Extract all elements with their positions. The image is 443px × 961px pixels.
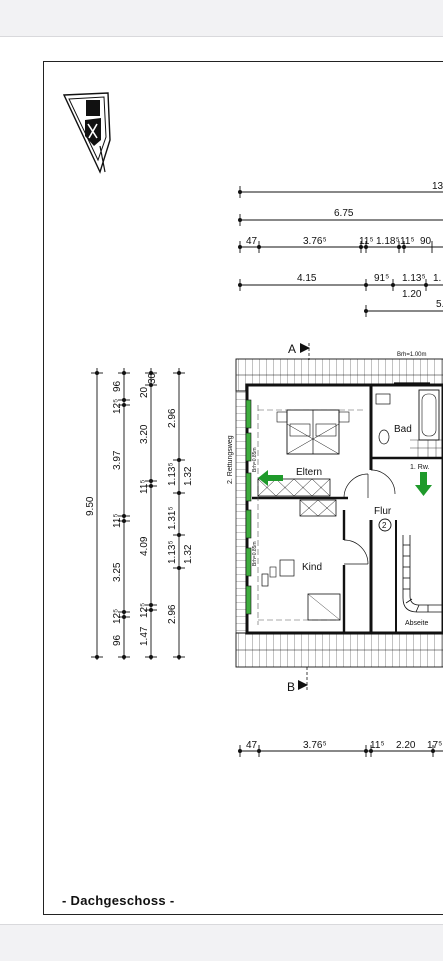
left-dimension-ticks <box>95 371 181 659</box>
north-arrow-icon <box>62 92 111 174</box>
viewer-bottom-bar <box>0 924 443 961</box>
dim-top-r4-1: 91⁵ <box>374 273 389 284</box>
dim-left-c4-0: 2.96 <box>167 408 178 428</box>
dim-left-c2-0: 96 <box>112 380 123 392</box>
dim-left-c4-2: 1.31⁵ <box>167 506 178 530</box>
bottom-dimension-ticks <box>238 749 435 753</box>
dim-top-r3-2: 11⁵ <box>359 236 374 247</box>
dim-left-c3-3: 11⁵ <box>139 479 150 494</box>
drawing-title: - Dachgeschoss - <box>62 893 175 908</box>
dim-left-c3-2: 3.20 <box>139 424 150 444</box>
label-rettungsweg-1: 1. Rw. <box>410 464 430 471</box>
escape-arrow-down-icon <box>415 472 432 496</box>
svg-text:B: B <box>287 680 295 694</box>
dim-top-r5: 5. <box>436 299 443 310</box>
dim-top-r4-2: 1.13⁵ <box>402 273 426 284</box>
section-marker-a: A <box>288 342 310 360</box>
room-label-abseite: Abseite <box>405 620 428 627</box>
dim-left-c4b-0: 1.32 <box>183 466 194 486</box>
room-label-kind: Kind <box>302 562 322 573</box>
section-marker-b: B <box>287 667 308 694</box>
dim-top-total: 13 <box>432 181 443 192</box>
top-dimension-chains <box>239 186 443 317</box>
dim-top-r3-3: 1.18⁵ <box>376 236 400 247</box>
dim-left-c3-0: 20 <box>139 386 150 398</box>
dim-top-r3-0: 47 <box>246 236 258 247</box>
room-label-bad: Bad <box>394 424 412 435</box>
dim-left-c3-6: 1.47 <box>139 626 150 646</box>
dim-left-c4b-1: 1.32 <box>183 544 194 564</box>
dim-bottom-4: 17⁵ <box>427 740 442 751</box>
dim-left-c2-6: 96 <box>112 634 123 646</box>
dim-bottom-1: 3.76⁵ <box>303 740 327 751</box>
dim-left-total: 9.50 <box>85 496 96 516</box>
dim-top-r4-3: 1.20 <box>402 289 422 300</box>
dim-left-c2-3: 11⁵ <box>112 513 123 528</box>
floor-plan <box>235 358 443 668</box>
dim-left-c3-5: 12⁵ <box>139 603 150 618</box>
escape-arrow-left-icon <box>258 470 283 486</box>
dim-left-c2-2: 3.97 <box>112 450 123 470</box>
svg-text:A: A <box>288 342 296 356</box>
room-label-eltern: Eltern <box>296 467 322 478</box>
dim-top-r3-1: 3.76⁵ <box>303 236 327 247</box>
dim-top-half: 6.75 <box>334 208 354 219</box>
dim-top-r4-4: 1. <box>433 273 441 284</box>
label-rettungsweg-2: 2. Rettungsweg <box>227 435 234 484</box>
dim-left-c2-1: 12⁵ <box>112 399 123 414</box>
dim-bottom-3: 2.20 <box>396 740 416 751</box>
room-label-flur: Flur <box>374 506 392 517</box>
top-dimension-ticks <box>238 190 428 313</box>
dim-left-c4-4: 2.96 <box>167 604 178 624</box>
dim-top-r4-0: 4.15 <box>297 273 317 284</box>
label-brh-eltern: Brh=0.85m <box>252 447 258 472</box>
viewer-top-bar <box>0 0 443 37</box>
dim-left-c4-1: 1.13⁵ <box>167 462 178 486</box>
dim-left-c4-3: 1.13⁵ <box>167 540 178 564</box>
dim-bottom-2: 11⁵ <box>370 740 385 751</box>
label-brh-kind: Brh=0.85m <box>252 541 258 566</box>
dim-bottom-0: 47 <box>246 740 258 751</box>
dim-left-c2-4: 3.25 <box>112 562 123 582</box>
room-number-flur: 2 <box>382 521 387 530</box>
label-brh-top: Brh=1.00m <box>397 352 427 358</box>
dim-left-c2-5: 12⁵ <box>112 609 123 624</box>
dim-left-c3-4: 4.09 <box>139 536 150 556</box>
dim-top-r3-5: 90 <box>420 236 432 247</box>
dim-left-c3-1: 30 <box>147 372 158 384</box>
dim-top-r3-4: 11⁵ <box>400 236 415 247</box>
